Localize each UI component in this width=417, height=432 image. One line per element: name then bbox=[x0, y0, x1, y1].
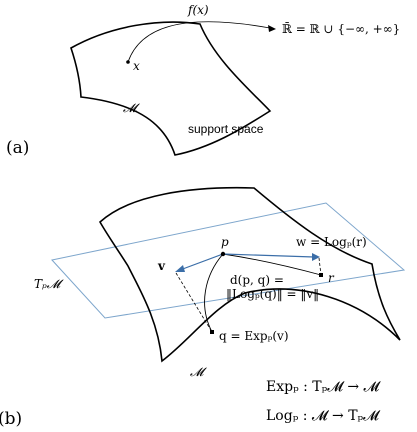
point-x bbox=[126, 60, 130, 64]
manifold-surface bbox=[98, 186, 401, 363]
distance-label-line2: ‖Logₚ(q)‖ = ‖v‖ bbox=[226, 287, 319, 301]
panel-a: f(x) ℝ̄ = ℝ ∪ {−∞, +∞} x 𝓜 support space… bbox=[6, 3, 400, 158]
vector-w bbox=[222, 253, 315, 258]
manifold-label-a: 𝓜 bbox=[123, 101, 140, 115]
function-label: f(x) bbox=[187, 3, 209, 17]
point-r bbox=[319, 273, 323, 277]
codomain-label: ℝ̄ = ℝ ∪ {−∞, +∞} bbox=[282, 21, 400, 36]
distance-label-line1: d(p, q) = bbox=[230, 273, 284, 287]
function-arrowhead bbox=[268, 25, 276, 32]
point-p bbox=[220, 251, 226, 257]
vector-v bbox=[179, 253, 224, 271]
tangent-plane bbox=[51, 202, 406, 319]
vector-v-label: v bbox=[157, 259, 166, 273]
tangent-space-label: Tₚ𝓜 bbox=[34, 277, 64, 291]
panel-b-label: (b) bbox=[0, 409, 22, 429]
manifold-label-b: 𝓜 bbox=[190, 365, 207, 379]
projection-w-r bbox=[318, 257, 322, 276]
support-manifold-surface bbox=[70, 21, 272, 156]
geodesic-p-q bbox=[204, 253, 224, 333]
point-p-label: p bbox=[221, 235, 229, 249]
function-arrow bbox=[127, 21, 271, 63]
exp-map-formula: Expₚ : Tₚ𝓜 → 𝓜 bbox=[266, 379, 382, 395]
vector-w-arrowhead bbox=[312, 253, 320, 261]
vector-v-arrowhead bbox=[175, 265, 185, 272]
point-q-label: q = Expₚ(v) bbox=[219, 329, 289, 343]
panel-b: Tₚ𝓜 p v w = Logₚ(r) r d(p, q) = ‖Logₚ(q)… bbox=[0, 186, 406, 429]
projection-v-q bbox=[175, 272, 213, 333]
point-q bbox=[210, 330, 214, 334]
support-space-label: support space bbox=[188, 122, 264, 136]
log-map-formula: Logₚ : 𝓜 → Tₚ𝓜 bbox=[266, 408, 381, 424]
point-x-label: x bbox=[133, 59, 140, 73]
geodesic-p-r bbox=[222, 253, 322, 276]
vector-w-label: w = Logₚ(r) bbox=[296, 235, 367, 249]
point-r-label: r bbox=[328, 271, 335, 285]
panel-a-label: (a) bbox=[6, 138, 29, 158]
